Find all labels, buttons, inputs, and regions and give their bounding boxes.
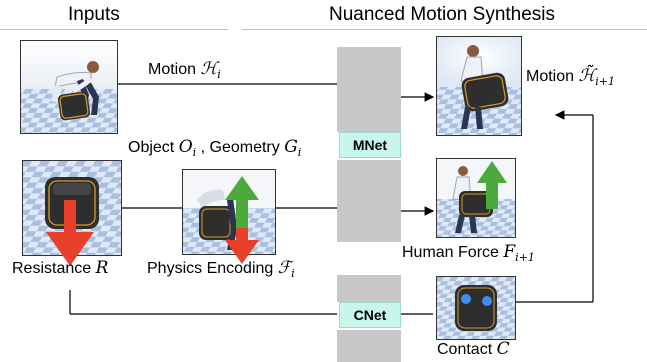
human-force-image [436,158,516,238]
resistance-label: Resistance R [12,258,109,278]
person-with-box-icon [197,189,237,250]
inputs-header-underline [0,29,228,30]
cnet-label: CNet [339,302,401,328]
physics-encoding-label: Physics Encoding ℱi [147,258,295,281]
motion-input-image [20,40,118,134]
synthesis-header-underline [242,29,647,30]
force-arrows-icon [225,176,259,264]
mnet-label: MNet [339,132,401,158]
person-lifting-box-output-icon [460,45,509,129]
motion-output-label: Motion ℋ̃i+1 [526,66,616,89]
object-geometry-label: Object Oi , Geometry Gi [128,137,302,160]
person-lifting-box-icon [51,61,99,121]
person-with-box-icon [452,166,493,233]
cnet-bar-top [337,275,401,302]
motion-input-label: Motion ℋi [148,59,221,82]
resistance-arrow-icon [46,200,94,266]
mnet-bar-top [337,47,401,132]
mnet-bar-bottom [337,160,401,242]
physics-encoding-image [182,169,276,255]
inputs-header: Inputs [68,4,120,25]
synthesis-header: Nuanced Motion Synthesis [329,4,556,25]
cnet-bar-bottom [337,330,401,362]
motion-output-image [436,36,522,136]
contact-image [436,276,516,340]
human-force-label: Human Force Fi+1 [402,242,535,265]
up-force-arrow-icon [477,161,507,209]
contact-label: Contact C [437,339,510,359]
contact-box-icon [455,285,497,331]
